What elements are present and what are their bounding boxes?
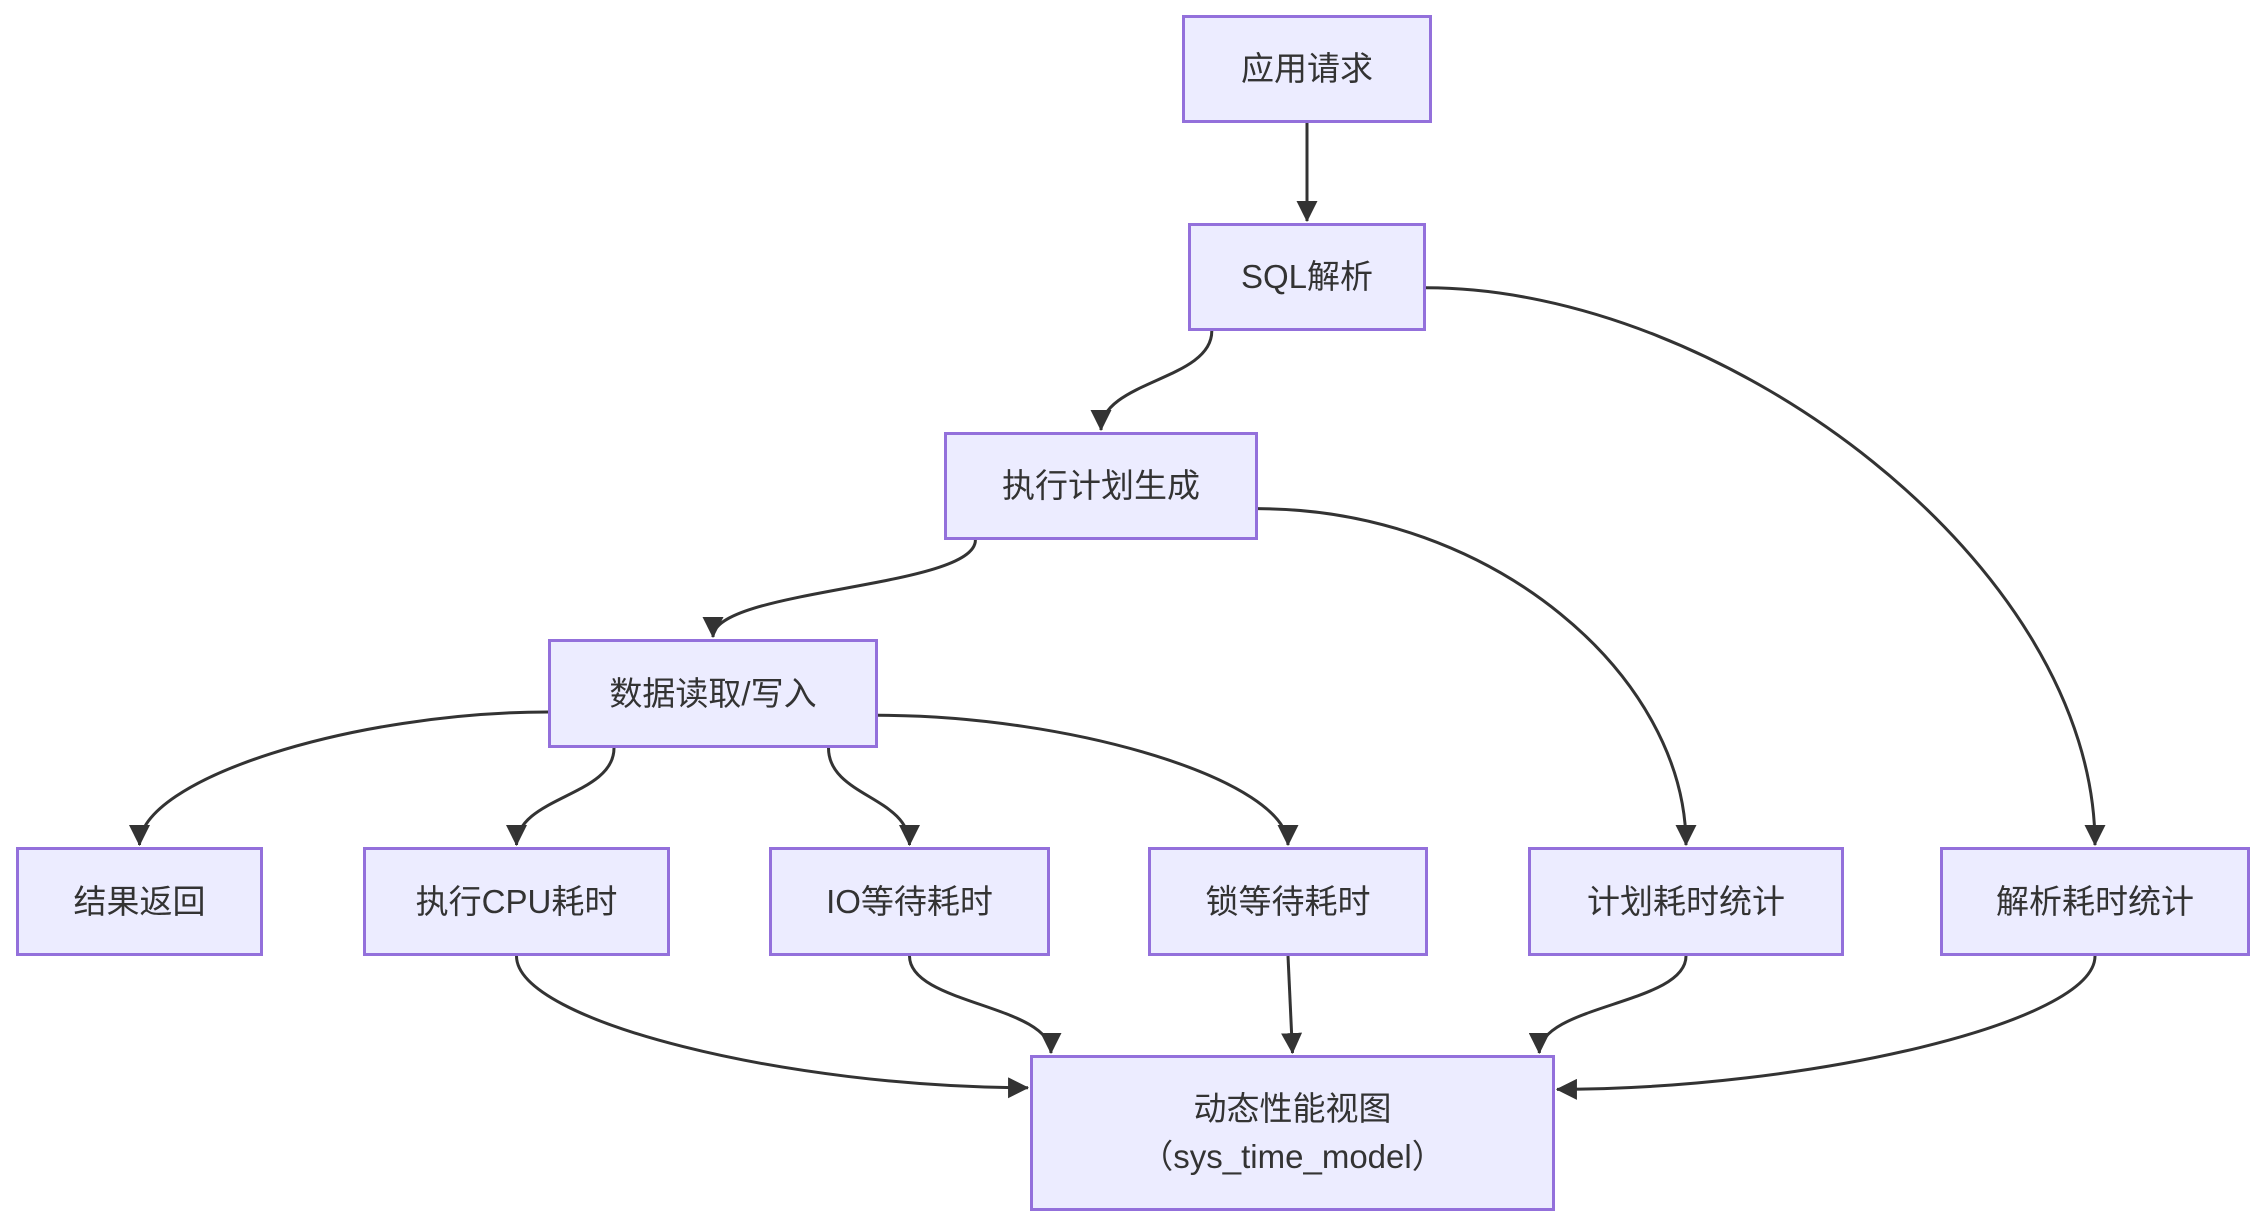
node-sql: SQL解析 bbox=[1188, 223, 1426, 331]
node-label: 解析耗时统计 bbox=[1996, 882, 2194, 920]
node-sublabel: （sys_time_model） bbox=[1140, 1138, 1445, 1175]
node-io: IO等待耗时 bbox=[769, 847, 1050, 956]
edge-plan-data bbox=[702, 539, 977, 639]
edge-planstat-view bbox=[1528, 955, 1688, 1055]
edge-data-cpu bbox=[506, 747, 616, 847]
edge-lock-view bbox=[1281, 955, 1303, 1055]
edge-data-lock bbox=[877, 713, 1299, 847]
node-label: 数据读取/写入 bbox=[609, 674, 817, 712]
node-plan: 执行计划生成 bbox=[944, 432, 1258, 540]
node-label: 动态性能视图 bbox=[1193, 1090, 1392, 1128]
edge-parsestat-view bbox=[1555, 955, 2097, 1100]
node-view: 动态性能视图 （sys_time_model） bbox=[1030, 1055, 1555, 1211]
node-result: 结果返回 bbox=[16, 847, 263, 956]
node-label: SQL解析 bbox=[1240, 258, 1374, 296]
edge-data-io bbox=[827, 747, 920, 847]
edge-sql-plan bbox=[1090, 330, 1214, 432]
edge-sql-parsestat bbox=[1425, 286, 2106, 847]
edge-data-result bbox=[129, 710, 549, 847]
node-data: 数据读取/写入 bbox=[548, 639, 878, 748]
node-label: 应用请求 bbox=[1241, 50, 1373, 88]
node-parsestat: 解析耗时统计 bbox=[1940, 847, 2250, 956]
node-cpu: 执行CPU耗时 bbox=[363, 847, 670, 956]
edges-group bbox=[129, 123, 2106, 1100]
node-lock: 锁等待耗时 bbox=[1148, 847, 1428, 956]
edge-plan-planstat bbox=[1257, 507, 1697, 847]
node-app: 应用请求 bbox=[1182, 15, 1432, 123]
node-planstat: 计划耗时统计 bbox=[1528, 847, 1844, 956]
node-label: 锁等待耗时 bbox=[1205, 882, 1371, 920]
node-label: 执行计划生成 bbox=[1002, 467, 1200, 505]
node-label: 结果返回 bbox=[73, 882, 206, 920]
edge-cpu-view bbox=[515, 955, 1030, 1099]
node-label: 计划耗时统计 bbox=[1587, 882, 1785, 920]
node-label: 执行CPU耗时 bbox=[415, 882, 618, 920]
edge-io-view bbox=[908, 955, 1062, 1055]
node-label: IO等待耗时 bbox=[826, 882, 993, 920]
